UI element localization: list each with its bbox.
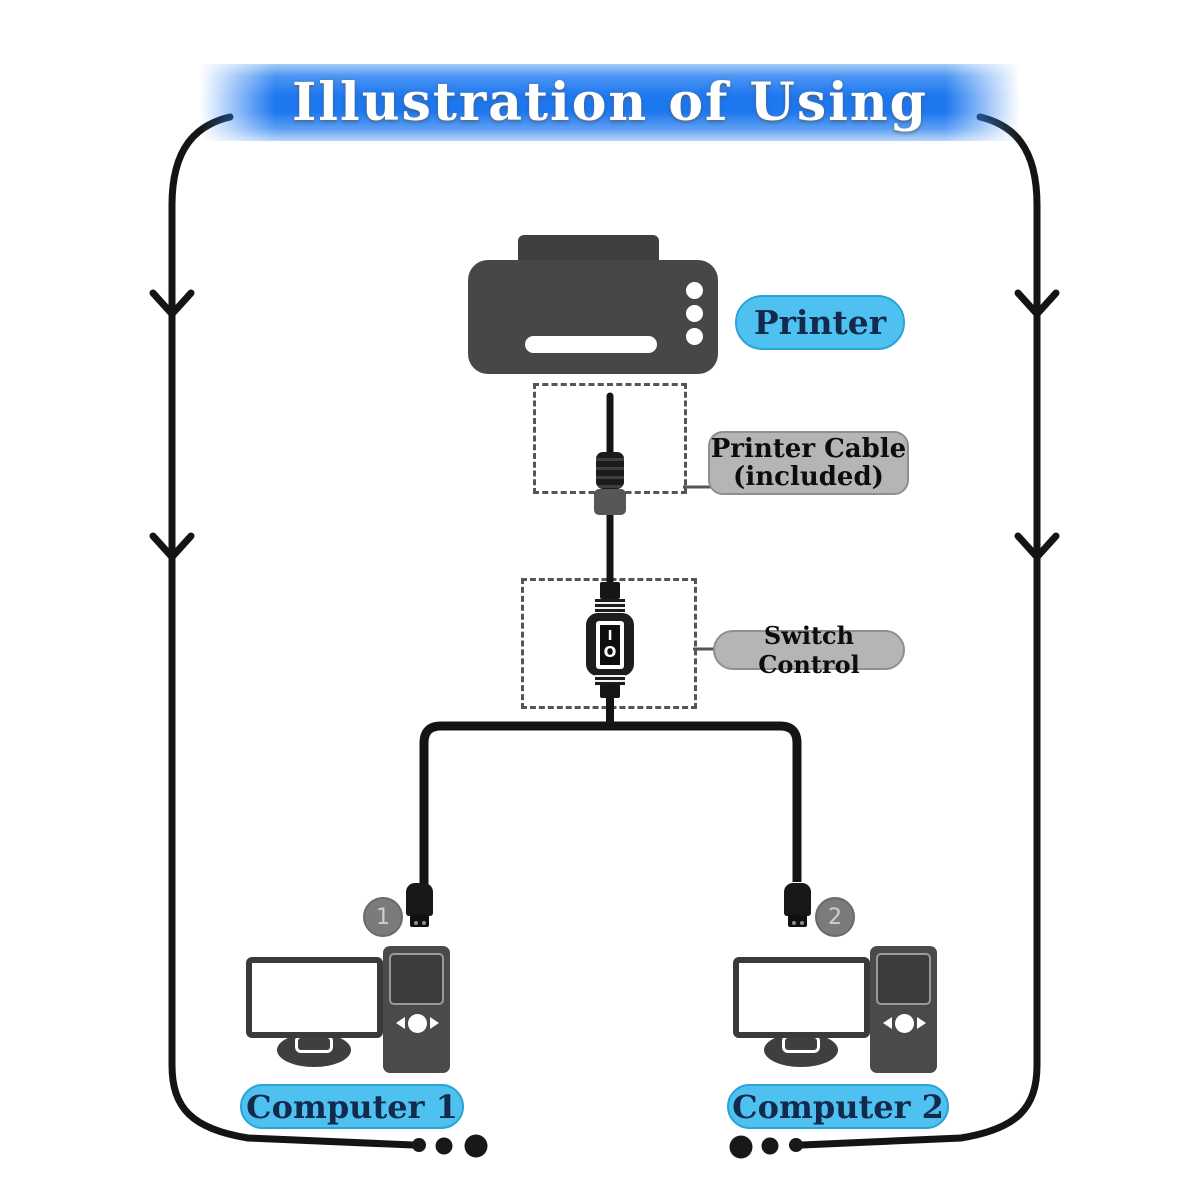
title-banner: Illustration of Using bbox=[200, 64, 1020, 141]
switch-top-connector-icon bbox=[600, 582, 620, 599]
printer-cable-plug-icon bbox=[596, 452, 624, 489]
printer-label-text: Printer bbox=[753, 303, 887, 342]
badge-2: 2 bbox=[815, 897, 855, 937]
printer-cable-connector-icon bbox=[594, 489, 626, 515]
right-arrow-down-icon bbox=[1014, 289, 1060, 320]
switch-bottom-strain-relief-icon bbox=[595, 672, 625, 686]
badge-1-number: 1 bbox=[376, 904, 390, 930]
computer1-monitor-icon bbox=[246, 957, 383, 1038]
left-arrow-down-icon bbox=[149, 532, 195, 563]
ellipsis-dot bbox=[789, 1138, 803, 1152]
printer-cable-label: Printer Cable (included) bbox=[708, 431, 909, 495]
y-split-cable bbox=[419, 721, 802, 884]
usb-plug-2-icon bbox=[784, 883, 811, 916]
switch-top-strain-relief-icon bbox=[595, 599, 625, 614]
ellipsis-dot bbox=[435, 1137, 453, 1155]
ellipsis-dot bbox=[761, 1137, 779, 1155]
printer-cable-label-line1: Printer Cable bbox=[710, 434, 907, 464]
computer2-tower-panel-icon bbox=[876, 953, 931, 1005]
ellipsis-dot bbox=[464, 1134, 488, 1158]
printer-icon bbox=[468, 260, 718, 374]
badge-2-number: 2 bbox=[828, 904, 842, 930]
ellipsis-dot bbox=[412, 1138, 426, 1152]
computer1-tower-panel-icon bbox=[389, 953, 444, 1005]
ellipsis-dot bbox=[729, 1135, 753, 1159]
switch-off-symbol: O bbox=[603, 643, 617, 661]
right-arrow-down-icon bbox=[1014, 532, 1060, 563]
computer1-label: Computer 1 bbox=[240, 1084, 464, 1129]
computer1-label-text: Computer 1 bbox=[246, 1087, 458, 1126]
computer1-tower-button-icon bbox=[391, 1012, 443, 1034]
printer-output-slot-icon bbox=[525, 336, 657, 353]
switch-on-symbol: I bbox=[607, 629, 613, 644]
rocker-switch-icon: I O bbox=[596, 621, 624, 669]
usb-plug-2-tip-icon bbox=[788, 915, 807, 927]
switch-control-label-text: Switch Control bbox=[758, 621, 860, 679]
printer-cable-label-line2: (included) bbox=[733, 462, 884, 492]
usb-plug-1-icon bbox=[406, 883, 433, 916]
printer-button-icon bbox=[686, 328, 703, 345]
left-bracket-line bbox=[168, 113, 417, 1149]
printer-button-icon bbox=[686, 282, 703, 299]
computer2-label-text: Computer 2 bbox=[732, 1087, 944, 1126]
usb-plug-1-tip-icon bbox=[410, 915, 429, 927]
computer2-monitor-icon bbox=[733, 957, 870, 1038]
printer-button-icon bbox=[686, 305, 703, 322]
computer2-label: Computer 2 bbox=[727, 1084, 949, 1129]
left-arrow-down-icon bbox=[149, 289, 195, 320]
printer-label: Printer bbox=[735, 295, 905, 350]
badge-1: 1 bbox=[363, 897, 403, 937]
page-title: Illustration of Using bbox=[291, 72, 929, 133]
switch-bottom-connector-icon bbox=[600, 684, 620, 698]
switch-control-label: Switch Control bbox=[713, 621, 905, 679]
computer2-tower-button-icon bbox=[878, 1012, 930, 1034]
